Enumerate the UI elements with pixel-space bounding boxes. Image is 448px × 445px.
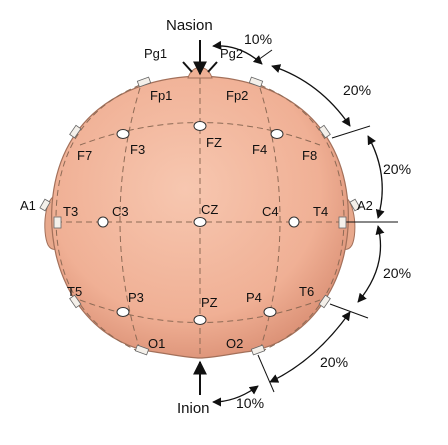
electrode-label-pz: PZ	[201, 295, 218, 310]
electrode-label-f8: F8	[302, 148, 317, 163]
electrode-f3-dot	[116, 129, 130, 139]
nasion-label: Nasion	[166, 17, 213, 34]
inion-label: Inion	[177, 400, 210, 417]
electrode-pz-dot	[193, 315, 207, 325]
percent-label-lower-right: 20%	[320, 354, 348, 370]
electrode-c3-dot	[97, 216, 109, 228]
ear-label-a2: A2	[357, 198, 373, 213]
percent-label-top: 10%	[244, 31, 272, 47]
percent-label-bottom: 10%	[236, 395, 264, 411]
edge-patches	[39, 76, 361, 356]
electrode-cz-dot	[193, 217, 207, 227]
electrode-label-f3: F3	[130, 142, 145, 157]
electrode-label-p4: P4	[246, 290, 262, 305]
electrode-fz-dot	[193, 121, 207, 131]
electrode-label-p3: P3	[128, 290, 144, 305]
electrode-label-cz: CZ	[201, 202, 218, 217]
percent-label-middle-upper: 20%	[383, 161, 411, 177]
electrode-label-c4: C4	[262, 204, 279, 219]
electrode-label-fz: FZ	[206, 135, 222, 150]
electrode-f4-dot	[270, 129, 284, 139]
right-parasagittal	[259, 87, 281, 351]
division-ticks	[257, 49, 398, 393]
electrode-label-t4: T4	[313, 204, 328, 219]
pg1-leader	[182, 61, 193, 73]
percent-label-middle-lower: 20%	[383, 265, 411, 281]
electrode-label-o1: O1	[148, 336, 165, 351]
electrode-label-f7: F7	[77, 148, 92, 163]
electrode-label-t6: T6	[299, 284, 314, 299]
measurement-arcs	[212, 40, 385, 407]
pg2-leader	[207, 61, 218, 73]
electrode-label-pg2: Pg2	[220, 46, 243, 61]
left-parasagittal	[119, 87, 141, 351]
electrode-p4-dot	[263, 307, 277, 317]
percent-label-upper-right: 20%	[343, 82, 371, 98]
electrode-label-fp2: Fp2	[226, 88, 248, 103]
electrode-label-pg1: Pg1	[144, 46, 167, 61]
electrode-label-fp1: Fp1	[150, 88, 172, 103]
electrode-c4-dot	[288, 216, 300, 228]
electrode-p3-dot	[116, 307, 130, 317]
electrode-label-f4: F4	[252, 142, 267, 157]
electrode-label-o2: O2	[226, 336, 243, 351]
electrode-label-c3: C3	[112, 204, 129, 219]
electrode-label-t5: T5	[67, 284, 82, 299]
electrode-dots	[97, 121, 300, 325]
electrode-label-t3: T3	[63, 204, 78, 219]
ear-label-a1: A1	[20, 198, 36, 213]
